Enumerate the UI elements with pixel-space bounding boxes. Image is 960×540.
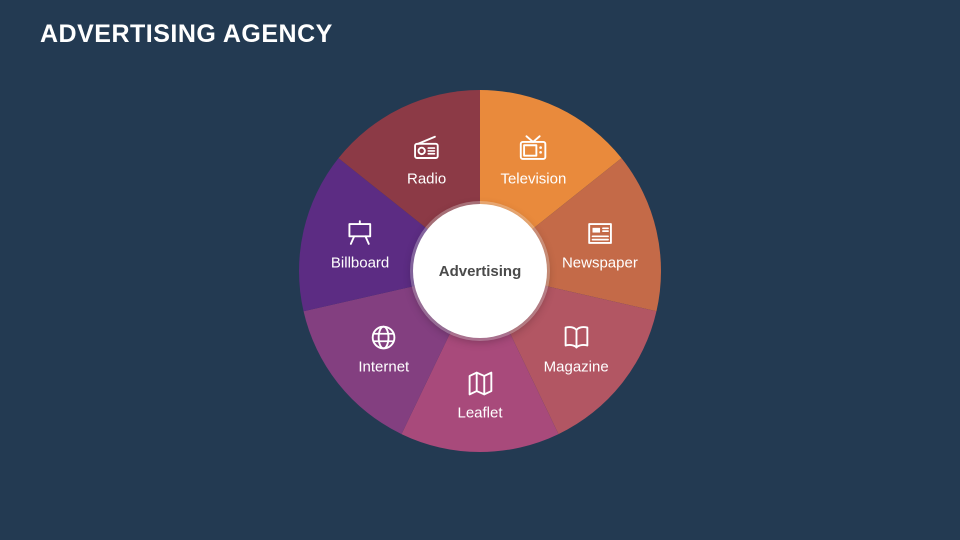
- segment-leaflet: [401, 271, 559, 453]
- diagram-center: Advertising: [413, 204, 547, 338]
- diagram-center-label: Advertising: [438, 262, 522, 280]
- slide-title: ADVERTISING AGENCY: [40, 20, 333, 48]
